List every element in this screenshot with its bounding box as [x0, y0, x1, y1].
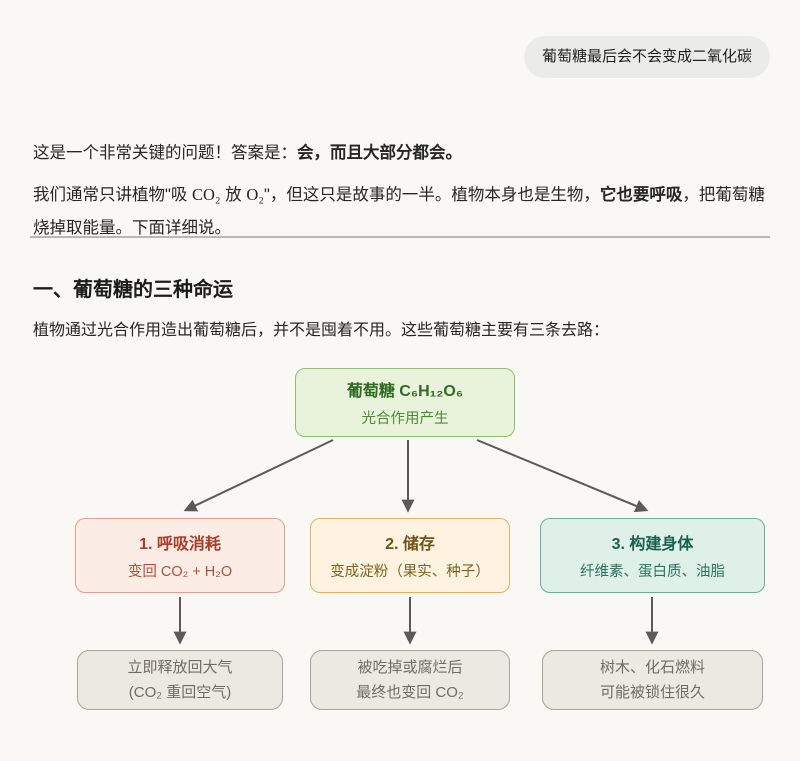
glucose-title: 葡萄糖 C₆H₁₂O₆ [346, 383, 464, 400]
o2-formula: O₂ [246, 184, 264, 204]
answer-bold-text: 会，而且大部分都会。 [297, 143, 462, 162]
build-body-subtitle: 纤维素、蛋白质、油脂 [580, 564, 725, 580]
flow-node-respiration: 1. 呼吸消耗 变回 CO₂ + H₂O [75, 518, 285, 593]
explanation-bold-text: 它也要呼吸 [599, 185, 683, 204]
outcome1-line1: 立即释放回大气 [127, 659, 233, 676]
outcome1-line2: (CO₂ 重回空气) [128, 684, 232, 701]
user-message-bubble: 葡萄糖最后会不会变成二氧化碳 [523, 36, 770, 78]
outcome3-line1: 树木、化石燃料 [599, 659, 705, 676]
section-heading: 一、葡萄糖的三种命运 [33, 278, 233, 301]
flow-node-glucose: 葡萄糖 C₆H₁₂O₆ 光合作用产生 [295, 368, 515, 437]
storage-title: 2. 储存 [385, 536, 435, 553]
user-message-text: 葡萄糖最后会不会变成二氧化碳 [541, 48, 752, 65]
outcome3-line2: 可能被锁住很久 [599, 684, 705, 701]
flow-node-build-body: 3. 构建身体 纤维素、蛋白质、油脂 [540, 518, 765, 593]
flow-node-outcome-atmosphere: 立即释放回大气 (CO₂ 重回空气) [77, 650, 283, 710]
co2-formula: CO₂ [191, 184, 221, 204]
answer-paragraph: 这是一个非常关键的问题！答案是：会，而且大部分都会。 [33, 137, 769, 170]
explanation-text: 我们通常只讲植物"吸 [33, 185, 192, 204]
section-lead-paragraph: 植物通过光合作用造出葡萄糖后，并不是囤着不用。这些葡萄糖主要有三条去路： [33, 322, 610, 339]
build-body-title: 3. 构建身体 [611, 536, 694, 553]
respiration-subtitle: 变回 CO₂ + H₂O [127, 564, 233, 580]
outcome2-line2: 最终也变回 CO₂ [356, 684, 464, 701]
explanation-paragraph: 我们通常只讲植物"吸 CO₂ 放 O₂"，但这只是故事的一半。植物本身也是生物，… [33, 184, 765, 237]
glucose-subtitle: 光合作用产生 [361, 411, 449, 427]
respiration-title: 1. 呼吸消耗 [139, 536, 221, 553]
section-divider [30, 236, 770, 238]
flow-node-outcome-eaten: 被吃掉或腐烂后 最终也变回 CO₂ [310, 650, 510, 710]
outcome2-line1: 被吃掉或腐烂后 [357, 659, 463, 676]
flow-node-storage: 2. 储存 变成淀粉（果实、种子） [310, 518, 510, 593]
storage-subtitle: 变成淀粉（果实、种子） [330, 564, 490, 580]
answer-text: 这是一个非常关键的问题！答案是： [33, 143, 297, 162]
flow-node-outcome-locked: 树木、化石燃料 可能被锁住很久 [542, 650, 763, 710]
